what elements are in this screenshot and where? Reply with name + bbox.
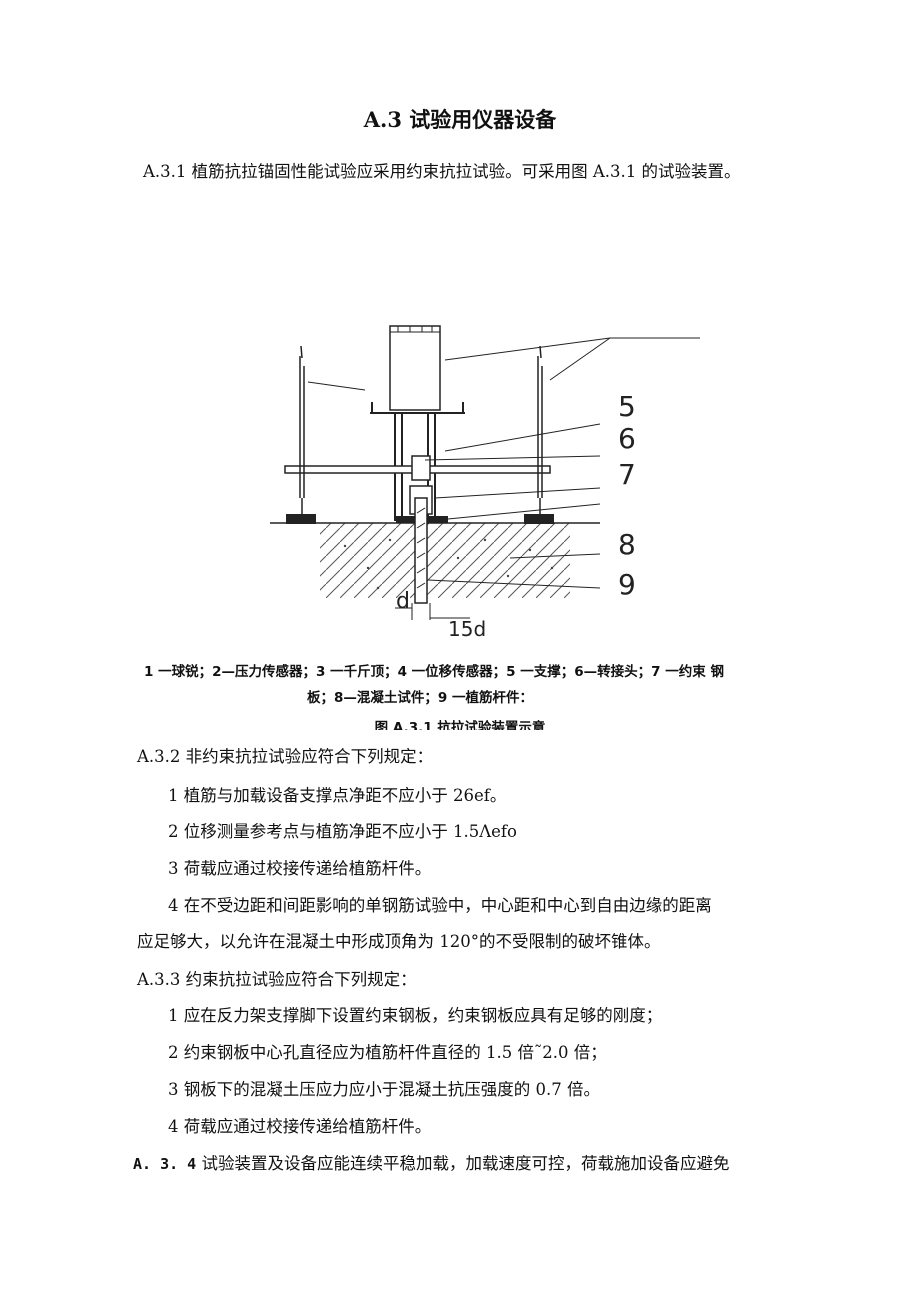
callout-9: 9	[618, 568, 636, 601]
dimension-d: d	[396, 589, 410, 614]
legend-line-1: 1 一球锐；2—压力传感器；3 一千斤顶；4 一位移传感器；5 一支撑；6—转接…	[144, 664, 724, 680]
a33-item-2: 2 约束钢板中心孔直径应为植筋杆件直径的 1.5 倍˜2.0 倍；	[168, 1043, 607, 1062]
jack-cylinder	[389, 325, 441, 411]
callout-6: 6	[618, 422, 636, 455]
a32-item-4-cont: 应足够大，以允许在混凝土中形成顶角为 120°的不受限制的破坏锥体。	[137, 932, 661, 951]
callout-7: 7	[618, 458, 636, 491]
a32-item-2: 2 位移测量参考点与植筋净距不应小于 1.5Λefo	[168, 822, 517, 841]
a33-item-1: 1 应在反力架支撑脚下设置约束钢板，约束钢板应具有足够的刚度；	[168, 1006, 663, 1025]
a34-paragraph: A. 3. 4 试验装置及设备应能连续平稳加载，加载速度可控，荷载施加设备应避免	[133, 1153, 729, 1175]
intro-paragraph: A.3.1 植筋抗拉锚固性能试验应采用约束抗拉试验。可采用图 A.3.1 的试验…	[143, 162, 741, 181]
test-apparatus-figure: 5 6 7 8 9 d 15d	[270, 325, 700, 640]
dimension-15d: 15d	[448, 617, 486, 640]
a33-heading: A.3.3 约束抗拉试验应符合下列规定：	[137, 970, 417, 989]
figure-caption: 图 A.3.1 抗拉试验装置示意	[374, 720, 546, 730]
adapter	[411, 455, 431, 481]
a33-item-4: 4 荷载应通过校接传递给植筋杆件。	[168, 1117, 432, 1136]
a34-number: A. 3. 4	[133, 1155, 197, 1173]
legend-line-2: 板；8—混凝土试件；9 一植筋杆件：	[307, 690, 533, 706]
a32-item-1: 1 植筋与加载设备支撑点净距不应小于 26ef。	[168, 786, 507, 805]
a32-item-4: 4 在不受边距和间距影响的单钢筋试验中，中心距和中心到自由边缘的距离	[168, 896, 712, 915]
a32-item-3: 3 荷载应通过校接传递给植筋杆件。	[168, 859, 432, 878]
callout-8: 8	[618, 528, 636, 561]
anchored-bar	[414, 497, 428, 604]
a32-heading: A.3.2 非约束抗拉试验应符合下列规定：	[137, 747, 434, 766]
section-title: A.3 试验用仪器设备	[363, 107, 557, 132]
a34-text: 试验装置及设备应能连续平稳加载，加载速度可控，荷载施加设备应避免	[201, 1154, 730, 1173]
callout-5: 5	[618, 390, 636, 423]
a33-item-3: 3 钢板下的混凝土压应力应小于混凝土抗压强度的 0.7 倍。	[168, 1080, 600, 1099]
concrete-specimen	[320, 523, 570, 598]
